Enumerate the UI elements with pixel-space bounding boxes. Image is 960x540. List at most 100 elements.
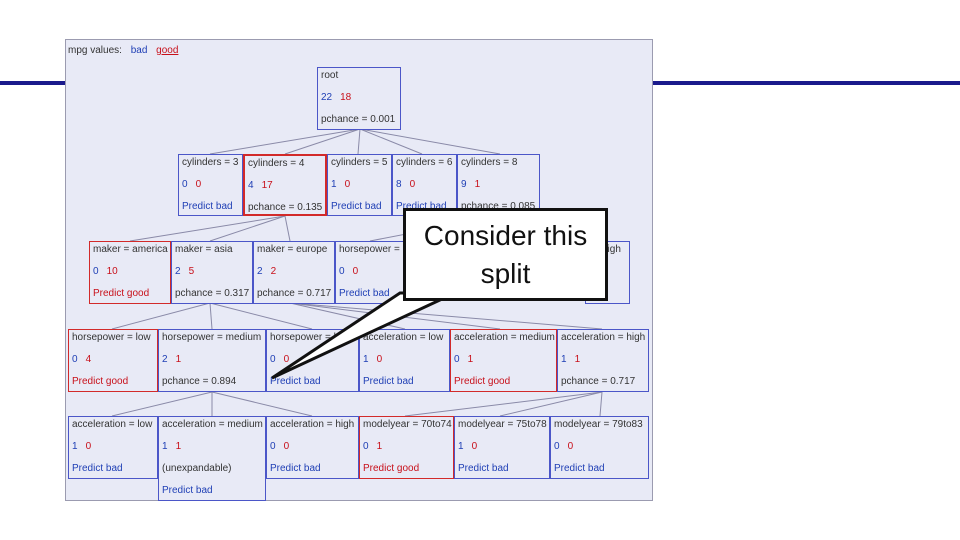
node-bad-count: 4 bbox=[248, 180, 254, 191]
node-label: cylinders = 6 bbox=[396, 157, 453, 168]
node-unexpandable: (unexpandable) bbox=[162, 463, 232, 474]
node-prediction: Predict bad bbox=[458, 463, 509, 474]
node-good-count: 0 bbox=[283, 354, 290, 365]
node-prediction: Predict bad bbox=[270, 463, 321, 474]
node-good-count: 0 bbox=[195, 179, 202, 190]
node-good-count: 1 bbox=[175, 354, 182, 365]
node-prediction: Predict bad bbox=[162, 485, 213, 496]
node-bad-count: 8 bbox=[396, 179, 402, 190]
node-label: horsepower = high bbox=[270, 332, 353, 343]
legend: mpg values: bad good bbox=[68, 45, 178, 56]
node-prediction: Predict bad bbox=[363, 376, 414, 387]
node-label: root bbox=[321, 70, 339, 81]
node-pchance: pchance = 0.717 bbox=[257, 288, 332, 299]
node-pchance: pchance = 0.717 bbox=[561, 376, 636, 387]
node-bad-count: 1 bbox=[72, 441, 78, 452]
callout-text: Consider this split bbox=[423, 220, 588, 289]
node-good-count: 0 bbox=[344, 179, 351, 190]
node-bad-count: 1 bbox=[162, 441, 168, 452]
node-good-count: 0 bbox=[352, 266, 359, 277]
node-good-count: 0 bbox=[283, 441, 290, 452]
node-good-count: 1 bbox=[175, 441, 182, 452]
node-pchance: pchance = 0.135 bbox=[248, 202, 323, 213]
node-label: modelyear = 70to74 bbox=[363, 419, 452, 430]
node-prediction: Predict good bbox=[72, 376, 129, 387]
node-good-count: 1 bbox=[376, 441, 383, 452]
node-label: acceleration = low bbox=[72, 419, 153, 430]
node-label: acceleration = low bbox=[363, 332, 444, 343]
node-bad-count: 1 bbox=[363, 354, 369, 365]
node-pchance: pchance = 0.894 bbox=[162, 376, 237, 387]
node-label: horsepower = medium bbox=[162, 332, 262, 343]
node-label: modelyear = 79to83 bbox=[554, 419, 643, 430]
node-label: modelyear = 75to78 bbox=[458, 419, 547, 430]
node-bad-count: 0 bbox=[554, 441, 560, 452]
node-label: horsepower = low bbox=[72, 332, 151, 343]
node-label: acceleration = medium bbox=[454, 332, 555, 343]
node-label: maker = europe bbox=[257, 244, 328, 255]
node-prediction: Predict bad bbox=[331, 201, 382, 212]
node-bad-count: 0 bbox=[339, 266, 345, 277]
node-bad-count: 2 bbox=[162, 354, 168, 365]
node-good-count: 0 bbox=[85, 441, 92, 452]
node-bad-count: 0 bbox=[363, 441, 369, 452]
node-label: cylinders = 5 bbox=[331, 157, 388, 168]
node-label: high bbox=[602, 244, 621, 255]
node-bad-count: 1 bbox=[331, 179, 337, 190]
node-bad-count: 0 bbox=[454, 354, 460, 365]
node-prediction: Predict good bbox=[363, 463, 420, 474]
legend-prefix: mpg values: bbox=[68, 45, 122, 56]
node-prediction: Predict good bbox=[93, 288, 150, 299]
node-good-count: 1 bbox=[467, 354, 474, 365]
node-label: acceleration = medium bbox=[162, 419, 263, 430]
node-pchance: pchance = 0.001 bbox=[321, 114, 396, 125]
node-bad-count: 2 bbox=[175, 266, 181, 277]
node-label: maker = america bbox=[93, 244, 168, 255]
node-prediction: Predict bad bbox=[396, 201, 447, 212]
node-good-count: 4 bbox=[85, 354, 92, 365]
node-pchance: pchance = 0.085 bbox=[461, 201, 536, 212]
callout-box: Consider this split bbox=[403, 208, 608, 301]
node-prediction: Predict bad bbox=[270, 376, 321, 387]
node-label: acceleration = high bbox=[270, 419, 355, 430]
title-rule-left bbox=[0, 81, 66, 85]
node-good-count: 2 bbox=[270, 266, 277, 277]
node-good-count: 1 bbox=[474, 179, 481, 190]
node-prediction: Predict bad bbox=[554, 463, 605, 474]
node-bad-count: 0 bbox=[182, 179, 188, 190]
legend-bad: bad bbox=[130, 45, 148, 56]
node-bad-count: 2 bbox=[257, 266, 263, 277]
node-label: horsepower = bbox=[339, 244, 400, 255]
node-good-count: 18 bbox=[340, 92, 352, 103]
node-label: cylinders = 8 bbox=[461, 157, 518, 168]
node-good-count: 0 bbox=[409, 179, 416, 190]
node-good-count: 5 bbox=[188, 266, 195, 277]
node-good-count: 0 bbox=[471, 441, 478, 452]
node-bad-count: 0 bbox=[270, 441, 276, 452]
node-label: cylinders = 3 bbox=[182, 157, 239, 168]
node-bad-count: 9 bbox=[461, 179, 467, 190]
node-bad-count: 0 bbox=[72, 354, 78, 365]
node-bad-count: 0 bbox=[93, 266, 99, 277]
node-bad-count: 1 bbox=[458, 441, 464, 452]
node-pchance: pchance = 0.317 bbox=[175, 288, 250, 299]
